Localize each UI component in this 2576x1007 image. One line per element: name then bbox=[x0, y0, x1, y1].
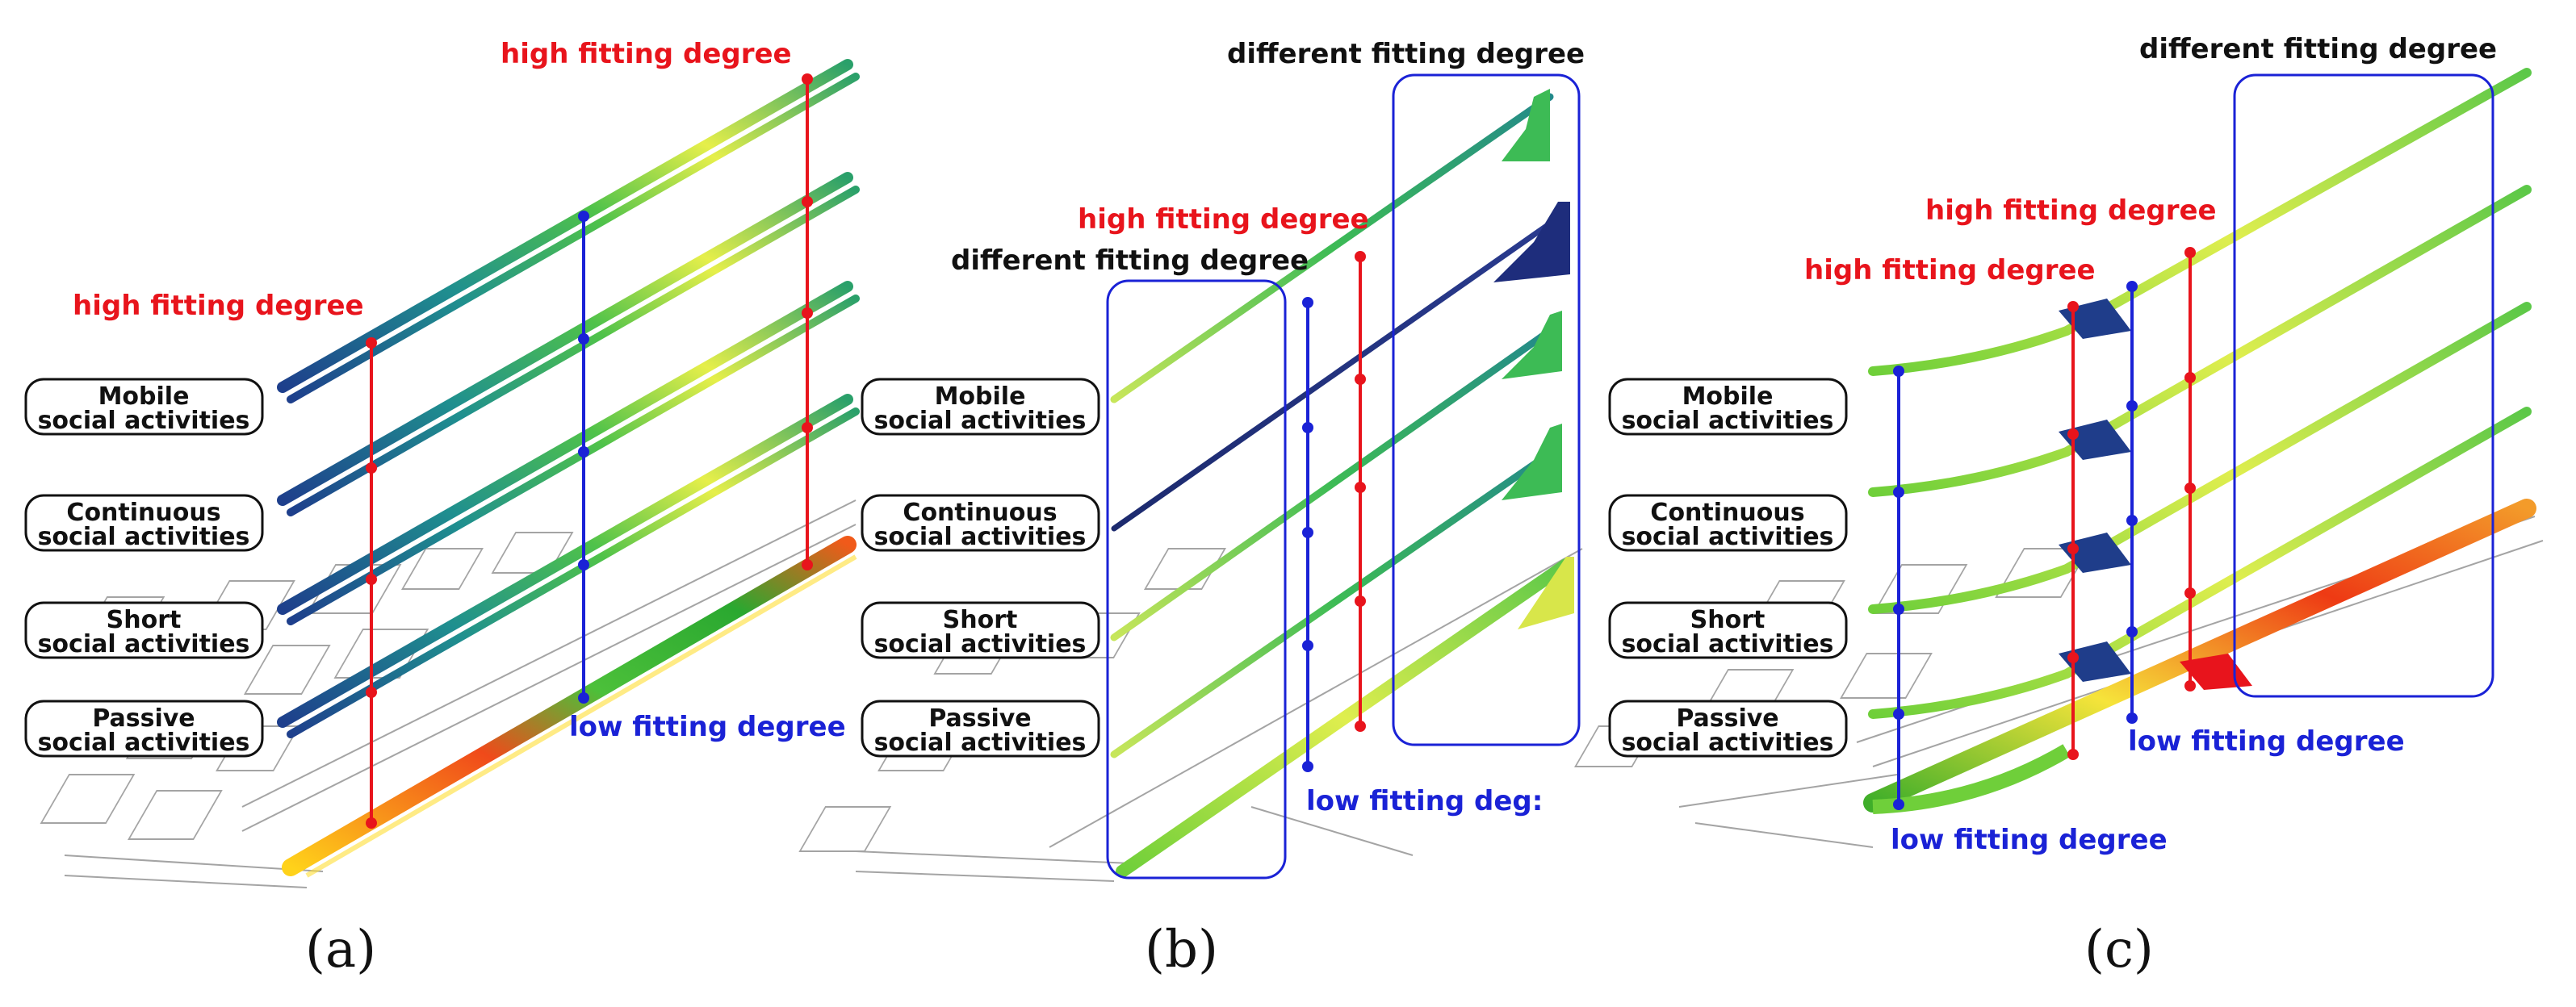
mountain-shapes-b bbox=[1493, 89, 1574, 629]
svg-text:social activities: social activities bbox=[1622, 630, 1834, 658]
svg-text:Continuous: Continuous bbox=[1650, 499, 1804, 527]
annotation-high-a-left: high fitting degree bbox=[73, 290, 364, 322]
annotation-low-a: low fitting degree bbox=[569, 711, 846, 743]
highlight-box-b-left bbox=[1106, 279, 1287, 880]
svg-text:Continuous: Continuous bbox=[903, 499, 1057, 527]
annotation-low-b: low fitting deg: bbox=[1306, 785, 1543, 817]
layer-label-passive-b: Passive social activities bbox=[861, 700, 1100, 758]
connectors-b bbox=[1302, 251, 1366, 772]
layer-strips-a bbox=[277, 59, 860, 738]
annotation-different-b-left: different fitting degree bbox=[951, 244, 1309, 277]
layer-label-continuous-c: Continuous social activities bbox=[1608, 494, 1848, 552]
layer-strips-b bbox=[1110, 93, 1562, 758]
svg-text:Mobile: Mobile bbox=[935, 382, 1026, 411]
panel-b: Mobile social activities Continuous soci… bbox=[798, 38, 1585, 980]
svg-text:Short: Short bbox=[1690, 606, 1766, 634]
svg-text:Short: Short bbox=[943, 606, 1018, 634]
svg-text:social activities: social activities bbox=[1622, 407, 1834, 435]
annotation-high-a-top: high fitting degree bbox=[501, 38, 792, 70]
street-map-a bbox=[40, 499, 857, 888]
svg-text:social activities: social activities bbox=[874, 407, 1087, 435]
svg-text:Mobile: Mobile bbox=[98, 382, 190, 411]
annotation-different-b-top: different fitting degree bbox=[1227, 38, 1585, 70]
highlight-box-c bbox=[2233, 73, 2494, 698]
connectors-a bbox=[366, 73, 813, 829]
annotation-low-c-bottom: low fitting degree bbox=[1891, 824, 2168, 856]
annotation-high-c-left: high fitting degree bbox=[1804, 254, 2096, 286]
svg-text:Mobile: Mobile bbox=[1682, 382, 1774, 411]
layer-label-continuous-b: Continuous social activities bbox=[861, 494, 1100, 552]
svg-text:social activities: social activities bbox=[38, 729, 250, 757]
caption-a: (a) bbox=[305, 920, 376, 980]
caption-b: (b) bbox=[1145, 920, 1218, 980]
layer-label-short-c: Short social activities bbox=[1608, 601, 1848, 659]
layer-label-short-a: Short social activities bbox=[24, 601, 264, 659]
svg-text:Passive: Passive bbox=[928, 704, 1031, 733]
svg-text:social activities: social activities bbox=[38, 630, 250, 658]
layer-label-mobile-a: Mobile social activities bbox=[24, 378, 264, 436]
svg-text:social activities: social activities bbox=[874, 729, 1087, 757]
svg-text:Passive: Passive bbox=[92, 704, 195, 733]
caption-c: (c) bbox=[2084, 920, 2154, 980]
layer-label-continuous-a: Continuous social activities bbox=[24, 494, 264, 552]
layer-label-passive-c: Passive social activities bbox=[1608, 700, 1848, 758]
svg-text:Continuous: Continuous bbox=[66, 499, 220, 527]
svg-text:social activities: social activities bbox=[38, 523, 250, 551]
layer-strips-c bbox=[1868, 68, 2532, 719]
svg-text:social activities: social activities bbox=[874, 523, 1087, 551]
annotation-high-c-right: high fitting degree bbox=[1925, 194, 2217, 227]
connectors-c bbox=[1893, 247, 2196, 810]
annotation-low-c-right: low fitting degree bbox=[2128, 725, 2405, 758]
layer-label-short-b: Short social activities bbox=[861, 601, 1100, 659]
layer-label-mobile-c: Mobile social activities bbox=[1608, 378, 1848, 436]
svg-text:social activities: social activities bbox=[38, 407, 250, 435]
svg-text:Short: Short bbox=[107, 606, 182, 634]
annotation-high-b: high fitting degree bbox=[1078, 203, 1369, 236]
highlight-box-b-right bbox=[1392, 73, 1581, 746]
svg-text:social activities: social activities bbox=[1622, 729, 1834, 757]
panel-c: Mobile social activities Continuous soci… bbox=[1573, 33, 2544, 980]
svg-text:social activities: social activities bbox=[874, 630, 1087, 658]
svg-text:Passive: Passive bbox=[1676, 704, 1778, 733]
panel-a: Mobile social activities Continuous soci… bbox=[24, 38, 860, 980]
annotation-different-c: different fitting degree bbox=[2139, 33, 2497, 65]
layer-label-passive-a: Passive social activities bbox=[24, 700, 264, 758]
layer-label-mobile-b: Mobile social activities bbox=[861, 378, 1100, 436]
svg-text:social activities: social activities bbox=[1622, 523, 1834, 551]
